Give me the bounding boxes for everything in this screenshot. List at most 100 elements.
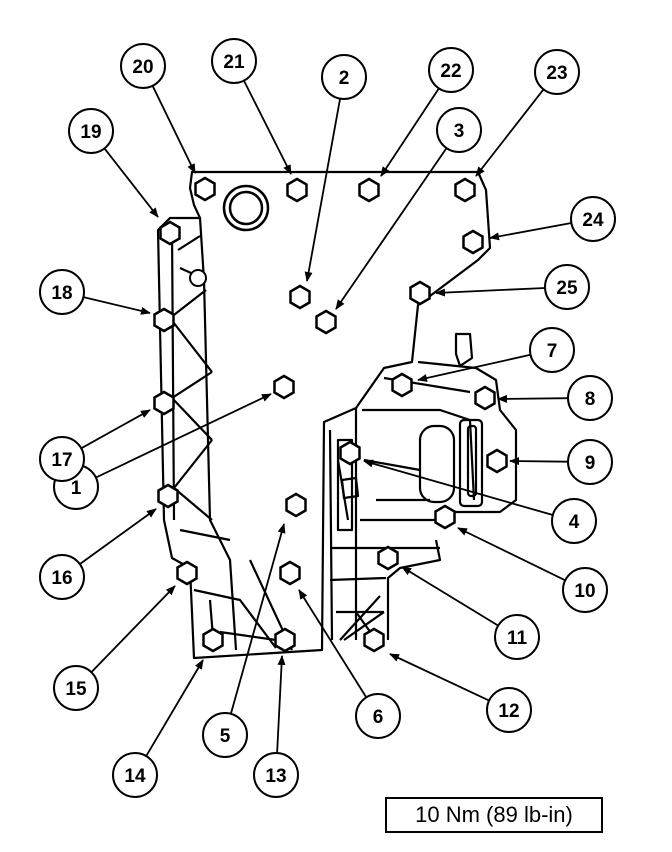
bolt-11-hex-icon bbox=[377, 545, 399, 571]
bolt-21-hex-icon bbox=[286, 177, 308, 203]
bolt-18-hex-icon bbox=[153, 307, 175, 333]
callout-label: 14 bbox=[124, 766, 146, 787]
callout-circle bbox=[570, 196, 616, 242]
callout-label: 24 bbox=[582, 210, 604, 231]
bolt-5-hex-icon bbox=[285, 492, 307, 518]
callout-circle bbox=[68, 108, 114, 154]
callout-circle bbox=[253, 752, 299, 798]
callout-label: 1 bbox=[71, 478, 82, 499]
bolt-20-hex-icon bbox=[194, 176, 216, 202]
torque-spec-box: 10 Nm (89 lb-in) bbox=[385, 797, 603, 833]
callout-label: 19 bbox=[80, 122, 101, 143]
callout-2: 2 bbox=[321, 54, 367, 100]
callout-label: 20 bbox=[132, 57, 153, 78]
leader-arrow-15 bbox=[90, 585, 176, 673]
leader-arrow-25 bbox=[435, 287, 546, 297]
callout-21: 21 bbox=[211, 38, 257, 84]
callout-circle bbox=[39, 269, 85, 315]
callout-circle bbox=[428, 47, 474, 93]
callout-label: 11 bbox=[507, 628, 528, 649]
callout-18: 18 bbox=[39, 269, 85, 315]
callout-circle bbox=[567, 439, 613, 485]
bolt-24-hex-icon bbox=[462, 229, 484, 255]
bolt-17-hex-icon bbox=[153, 390, 175, 416]
callout-label: 7 bbox=[547, 341, 558, 362]
leader-arrow-12 bbox=[389, 653, 490, 702]
leader-arrow-24 bbox=[489, 222, 572, 241]
bolt-7-hex-icon bbox=[391, 372, 413, 398]
bolt-4-hex-icon bbox=[339, 440, 361, 466]
pivot-pin-icon bbox=[189, 269, 207, 287]
callout-13: 13 bbox=[253, 752, 299, 798]
leader-arrow-14 bbox=[145, 659, 204, 757]
callout-3: 3 bbox=[436, 107, 482, 153]
callout-label: 22 bbox=[440, 61, 461, 82]
bolt-19-hex-icon bbox=[159, 220, 181, 246]
callout-circle bbox=[494, 614, 540, 660]
bolt-9-hex-icon bbox=[486, 448, 508, 474]
callout-circle bbox=[486, 687, 532, 733]
callout-label: 8 bbox=[585, 389, 596, 410]
leader-arrow-5 bbox=[230, 523, 286, 715]
callout-label: 3 bbox=[454, 121, 465, 142]
leaders-layer bbox=[79, 80, 572, 757]
callout-25: 25 bbox=[544, 264, 590, 310]
callout-label: 5 bbox=[220, 726, 231, 747]
callout-circle bbox=[39, 436, 85, 482]
callout-circle bbox=[436, 107, 482, 153]
leader-arrow-11 bbox=[401, 566, 499, 627]
bolt-12-hex-icon bbox=[363, 627, 385, 653]
callout-17: 17 bbox=[39, 436, 85, 482]
bolt-16-hex-icon bbox=[157, 483, 179, 509]
leader-arrow-19 bbox=[103, 147, 159, 218]
callout-circle bbox=[112, 752, 158, 798]
leader-arrow-20 bbox=[151, 85, 196, 174]
bolt-25-hex-icon bbox=[409, 280, 431, 306]
bolt-1-hex-icon bbox=[273, 374, 295, 400]
leader-arrow-3 bbox=[335, 147, 448, 310]
callout-4: 4 bbox=[551, 498, 597, 544]
bolt-10-hex-icon bbox=[434, 504, 456, 530]
callout-12: 12 bbox=[486, 687, 532, 733]
callout-14: 14 bbox=[112, 752, 158, 798]
callout-9: 9 bbox=[567, 439, 613, 485]
leader-arrow-10 bbox=[457, 527, 566, 582]
callout-circle bbox=[529, 327, 575, 373]
leader-arrow-18 bbox=[83, 296, 151, 315]
callout-circle bbox=[551, 498, 597, 544]
callout-circle bbox=[211, 38, 257, 84]
bolt-14-hex-icon bbox=[202, 627, 224, 653]
leader-arrow-23 bbox=[475, 88, 545, 177]
bolt-15-hex-icon bbox=[176, 560, 198, 586]
leader-arrow-2 bbox=[304, 98, 341, 282]
callout-7: 7 bbox=[529, 327, 575, 373]
callout-label: 9 bbox=[585, 453, 596, 474]
bolt-13-hex-icon bbox=[274, 627, 296, 653]
callout-16: 16 bbox=[39, 554, 85, 600]
callout-circle bbox=[120, 43, 166, 89]
leader-arrow-6 bbox=[298, 589, 368, 698]
callout-circle bbox=[562, 567, 608, 613]
callout-circle bbox=[53, 665, 99, 711]
callout-label: 6 bbox=[373, 707, 384, 728]
bolt-2-hex-icon bbox=[289, 284, 311, 310]
leader-arrow-16 bbox=[79, 508, 157, 565]
leader-arrow-4 bbox=[363, 459, 554, 516]
leader-arrow-1 bbox=[95, 393, 272, 479]
callout-label: 4 bbox=[569, 512, 580, 533]
leader-arrow-17 bbox=[80, 409, 151, 450]
callout-label: 10 bbox=[574, 581, 595, 602]
bolt-3-hex-icon bbox=[315, 309, 337, 335]
callout-19: 19 bbox=[68, 108, 114, 154]
callout-label: 25 bbox=[556, 278, 578, 299]
callout-circle bbox=[39, 554, 85, 600]
callout-circle bbox=[567, 375, 613, 421]
port-circle-icon bbox=[222, 184, 270, 232]
bolt-23-hex-icon bbox=[454, 177, 476, 203]
callout-10: 10 bbox=[562, 567, 608, 613]
callout-label: 13 bbox=[265, 766, 286, 787]
bolt-8-hex-icon bbox=[474, 385, 496, 411]
callout-label: 17 bbox=[51, 450, 72, 471]
callout-11: 11 bbox=[494, 614, 540, 660]
